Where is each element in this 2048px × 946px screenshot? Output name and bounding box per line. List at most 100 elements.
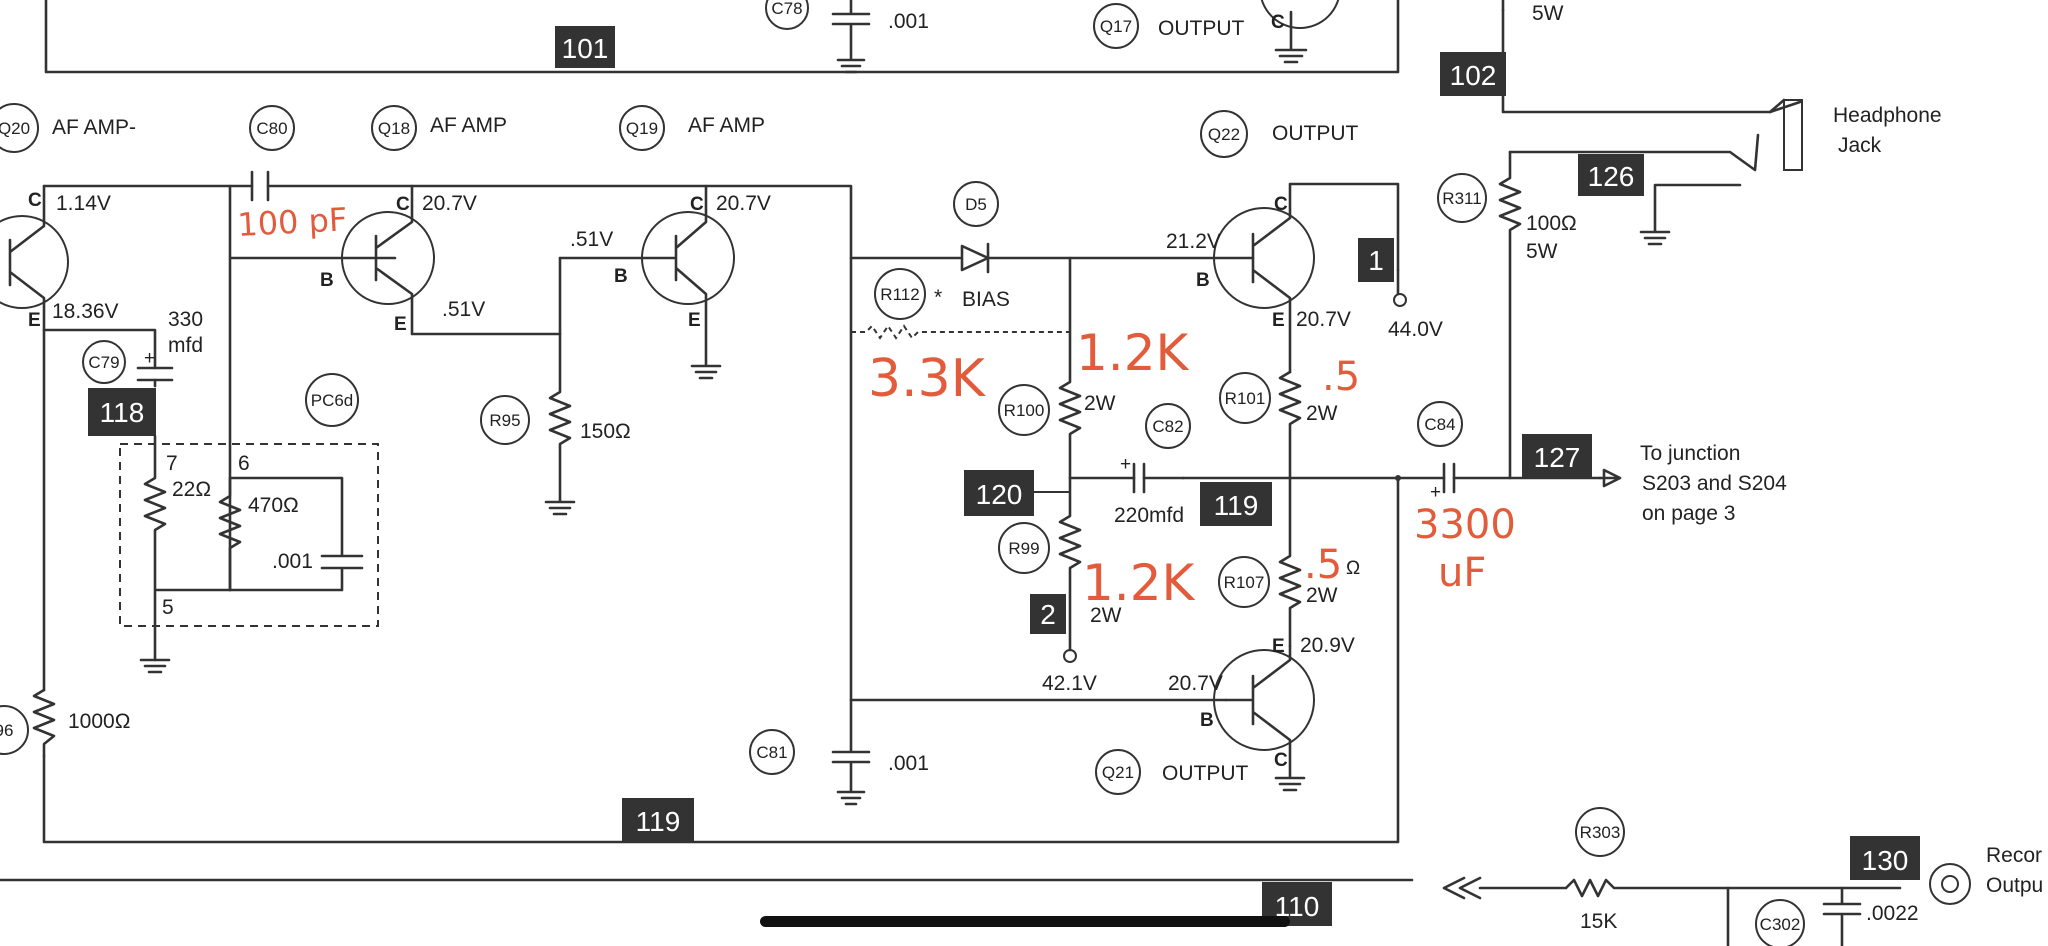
q19-c-label: C bbox=[690, 194, 704, 215]
c78-ref: C78 bbox=[771, 0, 802, 18]
r95-value: 150Ω bbox=[580, 420, 631, 443]
point-118: 118 bbox=[100, 397, 145, 428]
pin-5: 5 bbox=[162, 596, 174, 619]
junction-label-1: To junction bbox=[1640, 442, 1740, 465]
r107-circle bbox=[1218, 556, 1270, 608]
c80-circle bbox=[249, 105, 295, 151]
pc6d-module: PC6d 7 6 5 22Ω 470Ω .001 bbox=[119, 373, 379, 674]
r107-unit: Ω bbox=[1346, 558, 1360, 579]
c78-value: .001 bbox=[888, 10, 929, 33]
q22-base-voltage: 21.2V bbox=[1166, 230, 1221, 253]
point-119b-box bbox=[1200, 482, 1272, 526]
c79-circle bbox=[82, 340, 126, 384]
c81-value: .001 bbox=[888, 752, 929, 775]
q18-circle bbox=[371, 105, 417, 151]
point-130-box bbox=[1850, 836, 1920, 880]
r101-watts: 2W bbox=[1306, 402, 1338, 425]
headphone-label-1: Headphone bbox=[1833, 104, 1942, 127]
q20-stage: Q20 AF AMP- C 1.14V E 18.36V bbox=[0, 103, 136, 332]
c79-value-2: mfd bbox=[168, 334, 203, 357]
r311-ref: R311 bbox=[1442, 189, 1481, 208]
c82-capacitor: + C82 220mfd bbox=[1068, 403, 1191, 527]
q22-ref: Q22 bbox=[1208, 125, 1240, 144]
bias-star: * bbox=[934, 286, 942, 309]
q21-ref: Q21 bbox=[1102, 763, 1134, 782]
c84-circle bbox=[1417, 401, 1463, 447]
headphone-jack-body bbox=[1783, 99, 1803, 171]
point-101-box bbox=[555, 26, 615, 68]
bias-section: D5 R112 * BIAS 3.3K bbox=[849, 181, 1255, 409]
home-indicator-bar[interactable] bbox=[760, 916, 1290, 927]
r100-handwritten: 1.2K bbox=[1076, 324, 1190, 382]
q18-body bbox=[341, 211, 435, 305]
q19-e-label: E bbox=[688, 310, 701, 331]
r99-handwritten: 1.2K bbox=[1082, 554, 1196, 612]
q18-collector-voltage: 20.7V bbox=[422, 192, 477, 215]
r470-value: 470Ω bbox=[248, 494, 299, 517]
point-1: 1 bbox=[1368, 245, 1384, 276]
c79-ref: C79 bbox=[88, 353, 119, 372]
r22-value: 22Ω bbox=[172, 478, 211, 501]
q17-body bbox=[1260, 0, 1340, 29]
c302-circle bbox=[1755, 899, 1805, 946]
r96-ref: 96 bbox=[0, 721, 13, 740]
output-arrow bbox=[1598, 468, 1622, 488]
point-126-box bbox=[1578, 154, 1644, 196]
r100-ref: R100 bbox=[1004, 401, 1045, 420]
q20-collector-voltage: 1.14V bbox=[56, 192, 111, 215]
point-127: 127 bbox=[1534, 442, 1581, 473]
pc6d-cap-value: .001 bbox=[272, 550, 313, 573]
r101-handwritten: .5 bbox=[1322, 354, 1360, 400]
q19-base-voltage: .51V bbox=[570, 228, 613, 251]
c80-capacitor: C80 100 pF bbox=[236, 105, 348, 244]
pin-7: 7 bbox=[166, 452, 178, 475]
c82-circle bbox=[1145, 403, 1191, 449]
c84-plus: + bbox=[1430, 482, 1441, 503]
r95-ref: R95 bbox=[489, 411, 520, 430]
c84-capacitor: + C84 3300 uF bbox=[1395, 401, 1516, 596]
recorder-label-1: Recor bbox=[1986, 844, 2042, 867]
collector-bus bbox=[42, 184, 1228, 702]
headphone-label-2: Jack bbox=[1838, 134, 1882, 157]
q20-ref: Q20 bbox=[0, 119, 30, 138]
emitter-lead bbox=[42, 328, 157, 370]
r101-resistor: R101 .5 2W bbox=[1219, 354, 1360, 480]
r303-ref: R303 bbox=[1580, 823, 1621, 842]
q18-e-label: E bbox=[394, 314, 407, 335]
q21-b-label: B bbox=[1200, 710, 1214, 731]
r99-circle bbox=[998, 522, 1050, 574]
r95-circle bbox=[480, 395, 530, 445]
bias-label: BIAS bbox=[962, 288, 1010, 311]
point-119a-box bbox=[622, 798, 694, 842]
junction-label-3: on page 3 bbox=[1642, 502, 1735, 525]
bias-divider: 1.2K R100 2W 120 R99 1.2K 2W 2 42.1V bbox=[964, 256, 1196, 695]
r107-ref: R107 bbox=[1224, 573, 1265, 592]
recorder-jack-outer bbox=[1929, 863, 1971, 905]
q18-emitter-voltage: .51V bbox=[442, 298, 485, 321]
q20-body bbox=[0, 215, 69, 309]
q21-body bbox=[1213, 649, 1315, 751]
q19-circle bbox=[619, 105, 665, 151]
c82-value: 220mfd bbox=[1114, 504, 1184, 527]
r303-circle bbox=[1575, 807, 1625, 857]
c80-ref: C80 bbox=[256, 119, 287, 138]
junction-label-2: S203 and S204 bbox=[1642, 472, 1787, 495]
point-2: 2 bbox=[1040, 599, 1056, 630]
q21-circle bbox=[1095, 749, 1141, 795]
c81-ref: C81 bbox=[756, 743, 787, 762]
point-119b: 119 bbox=[1214, 490, 1259, 521]
r107-watts: 2W bbox=[1306, 584, 1338, 607]
c84-ref: C84 bbox=[1424, 415, 1455, 434]
c82-plus: + bbox=[1120, 454, 1131, 475]
bottom-strip: 110 R303 15K C302 .0022 130 Recor Outpu bbox=[0, 807, 2043, 946]
point-118-box bbox=[88, 388, 156, 436]
r107-resistor: R107 .5 Ω 2W bbox=[1218, 476, 1360, 648]
q22-c-label: C bbox=[1274, 194, 1288, 215]
c84-node bbox=[1395, 475, 1401, 481]
q19-b-label: B bbox=[614, 266, 628, 287]
q19-function: AF AMP bbox=[688, 114, 765, 137]
c79-value-1: 330 bbox=[168, 308, 203, 331]
point-127-box bbox=[1522, 434, 1592, 478]
point-1-testpoint bbox=[1393, 293, 1407, 307]
